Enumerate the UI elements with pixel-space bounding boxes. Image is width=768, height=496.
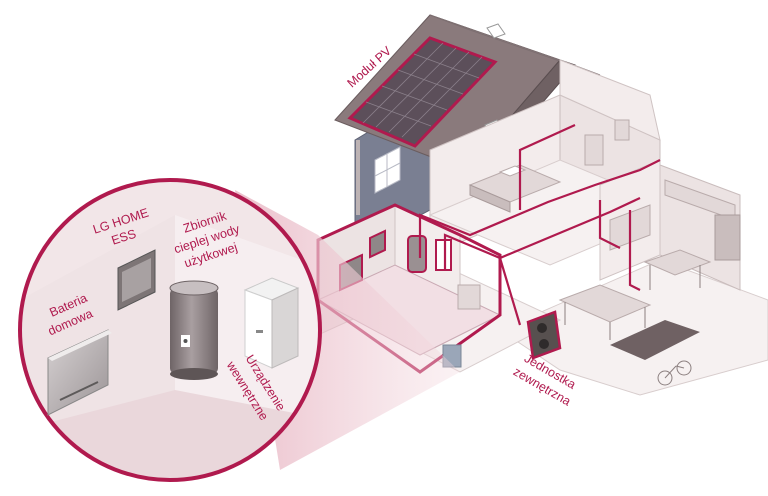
outdoor-unit <box>526 310 562 360</box>
toilet <box>614 119 630 141</box>
home-battery <box>47 329 112 416</box>
bicycle <box>657 360 692 386</box>
zoom-circle-outline <box>18 178 322 482</box>
bed <box>468 164 562 213</box>
zoom-detail: LG HOME ESS Zbiornik cieplej wody użytko… <box>18 178 322 482</box>
utility-indoor-mini <box>435 239 452 271</box>
heating-pipes <box>418 123 661 326</box>
indoor-unit <box>243 277 300 369</box>
rug <box>610 320 700 360</box>
utility-ess-mini <box>369 229 386 259</box>
hot-water-tank <box>169 280 219 380</box>
pv-module <box>347 36 498 148</box>
utility-tank-mini <box>407 235 427 273</box>
lg-home-ess <box>117 249 156 311</box>
cabinet <box>584 134 604 166</box>
washing-machine <box>457 284 481 310</box>
kitchen-island <box>643 249 712 290</box>
dining-table <box>558 284 652 340</box>
